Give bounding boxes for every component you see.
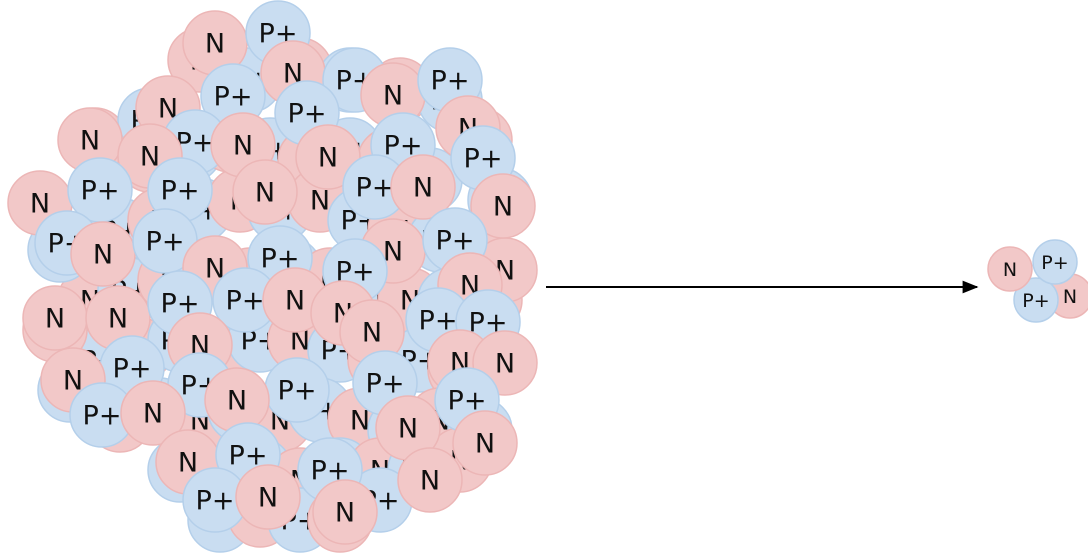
neutron-label: N — [80, 126, 100, 157]
neutron-label: N — [45, 304, 65, 335]
neutron-circle — [232, 159, 298, 225]
proton: P+ — [342, 154, 408, 220]
proton: P+ — [132, 208, 198, 274]
neutron-label: N — [233, 131, 253, 162]
neutron: N — [232, 159, 298, 225]
neutron: N — [397, 447, 463, 513]
neutron-label: N — [383, 237, 403, 268]
neutron: N — [295, 124, 361, 190]
neutron-label: N — [93, 240, 113, 271]
neutron-label: N — [318, 143, 338, 174]
proton-label: P+ — [214, 82, 253, 113]
neutron-label: N — [205, 254, 225, 285]
neutron-circle — [295, 124, 361, 190]
proton-label: P+ — [113, 354, 152, 385]
proton: P+ — [147, 157, 213, 223]
proton: P+ — [1013, 277, 1059, 323]
proton: P+ — [212, 267, 278, 333]
neutron-circle — [452, 410, 518, 476]
neutron-label: N — [143, 399, 163, 430]
neutron-label: N — [495, 349, 515, 380]
neutron-circle — [470, 173, 536, 239]
proton-label: P+ — [278, 376, 317, 407]
neutron-label: N — [420, 466, 440, 497]
proton-circle — [1032, 239, 1078, 285]
neutron-circle — [987, 246, 1033, 292]
neutron: N — [312, 479, 378, 545]
neutron-label: N — [285, 286, 305, 317]
proton-label: P+ — [146, 227, 185, 258]
neutron-label: N — [178, 448, 198, 479]
neutron: N — [375, 395, 441, 461]
neutron-label: N — [227, 386, 247, 417]
neutron-label: N — [63, 366, 83, 397]
neutron-label: N — [1003, 259, 1017, 281]
neutron-label: N — [1063, 286, 1077, 308]
neutron-label: N — [350, 406, 370, 437]
proton: P+ — [182, 467, 248, 533]
neutron: N — [57, 107, 123, 173]
proton: P+ — [1032, 239, 1078, 285]
neutron-circle — [120, 380, 186, 446]
neutron-label: N — [30, 189, 50, 220]
proton-label: P+ — [196, 486, 235, 517]
proton-label: P+ — [81, 176, 120, 207]
proton-label: P+ — [1041, 252, 1068, 274]
neutron-label: N — [258, 483, 278, 514]
neutron: N — [70, 221, 136, 287]
proton-circle — [1013, 277, 1059, 323]
neutron: N — [120, 380, 186, 446]
neutron-circle — [235, 464, 301, 530]
neutron: N — [204, 367, 270, 433]
neutron-label: N — [140, 142, 160, 173]
neutron: N — [987, 246, 1033, 292]
neutron: N — [22, 285, 88, 351]
proton-label: P+ — [431, 66, 470, 97]
neutron-circle — [312, 479, 378, 545]
neutron-label: N — [108, 304, 128, 335]
proton-label: P+ — [83, 401, 122, 432]
neutron-label: N — [493, 192, 513, 223]
proton-label: P+ — [288, 99, 327, 130]
proton: P+ — [67, 157, 133, 223]
neutron: N — [390, 154, 456, 220]
neutron: N — [339, 299, 405, 365]
proton-label: P+ — [436, 226, 475, 257]
neutron-label: N — [475, 429, 495, 460]
neutron-label: N — [335, 498, 355, 529]
neutron-circle — [397, 447, 463, 513]
neutron-label: N — [398, 414, 418, 445]
proton: P+ — [264, 357, 330, 423]
neutron-label: N — [362, 318, 382, 349]
neutron-label: N — [205, 29, 225, 60]
parent-nucleus: NP+NP+NP+NP+P+NP+NP+NP+NP+NNP+NP+NP+NP+N… — [7, 0, 538, 553]
neutron: N — [235, 464, 301, 530]
proton-label: P+ — [161, 176, 200, 207]
neutron-circle — [390, 154, 456, 220]
neutron-label: N — [158, 94, 178, 125]
neutron-label: N — [383, 81, 403, 112]
neutron: N — [452, 410, 518, 476]
proton: P+ — [200, 63, 266, 129]
proton-label: P+ — [464, 144, 503, 175]
proton-label: P+ — [1022, 290, 1049, 312]
neutron-label: N — [255, 178, 275, 209]
proton-label: P+ — [366, 369, 405, 400]
neutron-label: N — [310, 186, 330, 217]
neutron: N — [470, 173, 536, 239]
neutron: N — [85, 285, 151, 351]
neutron: N — [182, 10, 248, 76]
proton-label: P+ — [356, 173, 395, 204]
proton: P+ — [69, 382, 135, 448]
neutron-label: N — [413, 173, 433, 204]
neutron-label: N — [290, 326, 310, 357]
neutron: N — [360, 62, 426, 128]
proton-label: P+ — [226, 286, 265, 317]
